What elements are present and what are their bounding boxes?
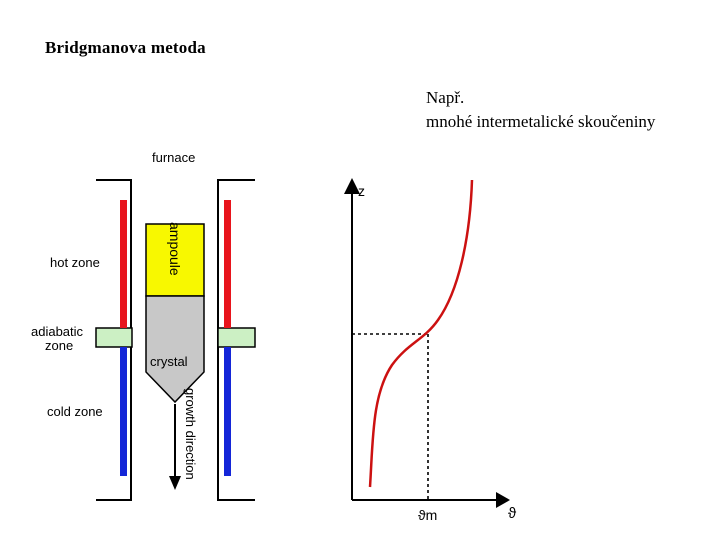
cold-heater-right <box>224 347 231 476</box>
ampoule-label: ampoule <box>167 222 183 276</box>
theta-axis-arrowhead <box>496 492 510 508</box>
example-note-line-1: Např. <box>426 88 465 107</box>
example-note-line-2: mnohé intermetalické skoučeniny <box>426 112 656 131</box>
adiabatic-band-right <box>217 327 256 348</box>
cold-heater-left <box>120 347 127 476</box>
growth-direction-label: growth direction <box>183 388 198 480</box>
adiabatic-band-left <box>95 327 133 348</box>
hot-zone-label: hot zone <box>50 255 100 270</box>
adiabatic-label-line-1: adiabatic <box>31 324 84 339</box>
furnace-label: furnace <box>152 150 195 165</box>
crystal-label: crystal <box>150 354 188 369</box>
hot-heater-left <box>120 200 127 328</box>
cold-zone-label: cold zone <box>47 404 103 419</box>
adiabatic-label-line-2: zone <box>45 338 73 353</box>
growth-arrow-head <box>169 476 181 490</box>
slide-title: Bridgmanova metoda <box>45 38 206 57</box>
profile-axes <box>351 190 500 501</box>
z-axis-arrowhead <box>344 178 360 194</box>
crystal <box>145 295 205 404</box>
z-axis-label: z <box>358 183 365 199</box>
melting-point-guides <box>352 333 429 500</box>
theta-axis-label: ϑ <box>508 505 517 522</box>
example-note: Např. mnohé intermetalické skoučeniny <box>426 86 655 134</box>
melting-temperature-label: ϑm <box>418 507 437 523</box>
hot-heater-right <box>224 200 231 328</box>
temperature-profile-curve <box>368 179 474 488</box>
